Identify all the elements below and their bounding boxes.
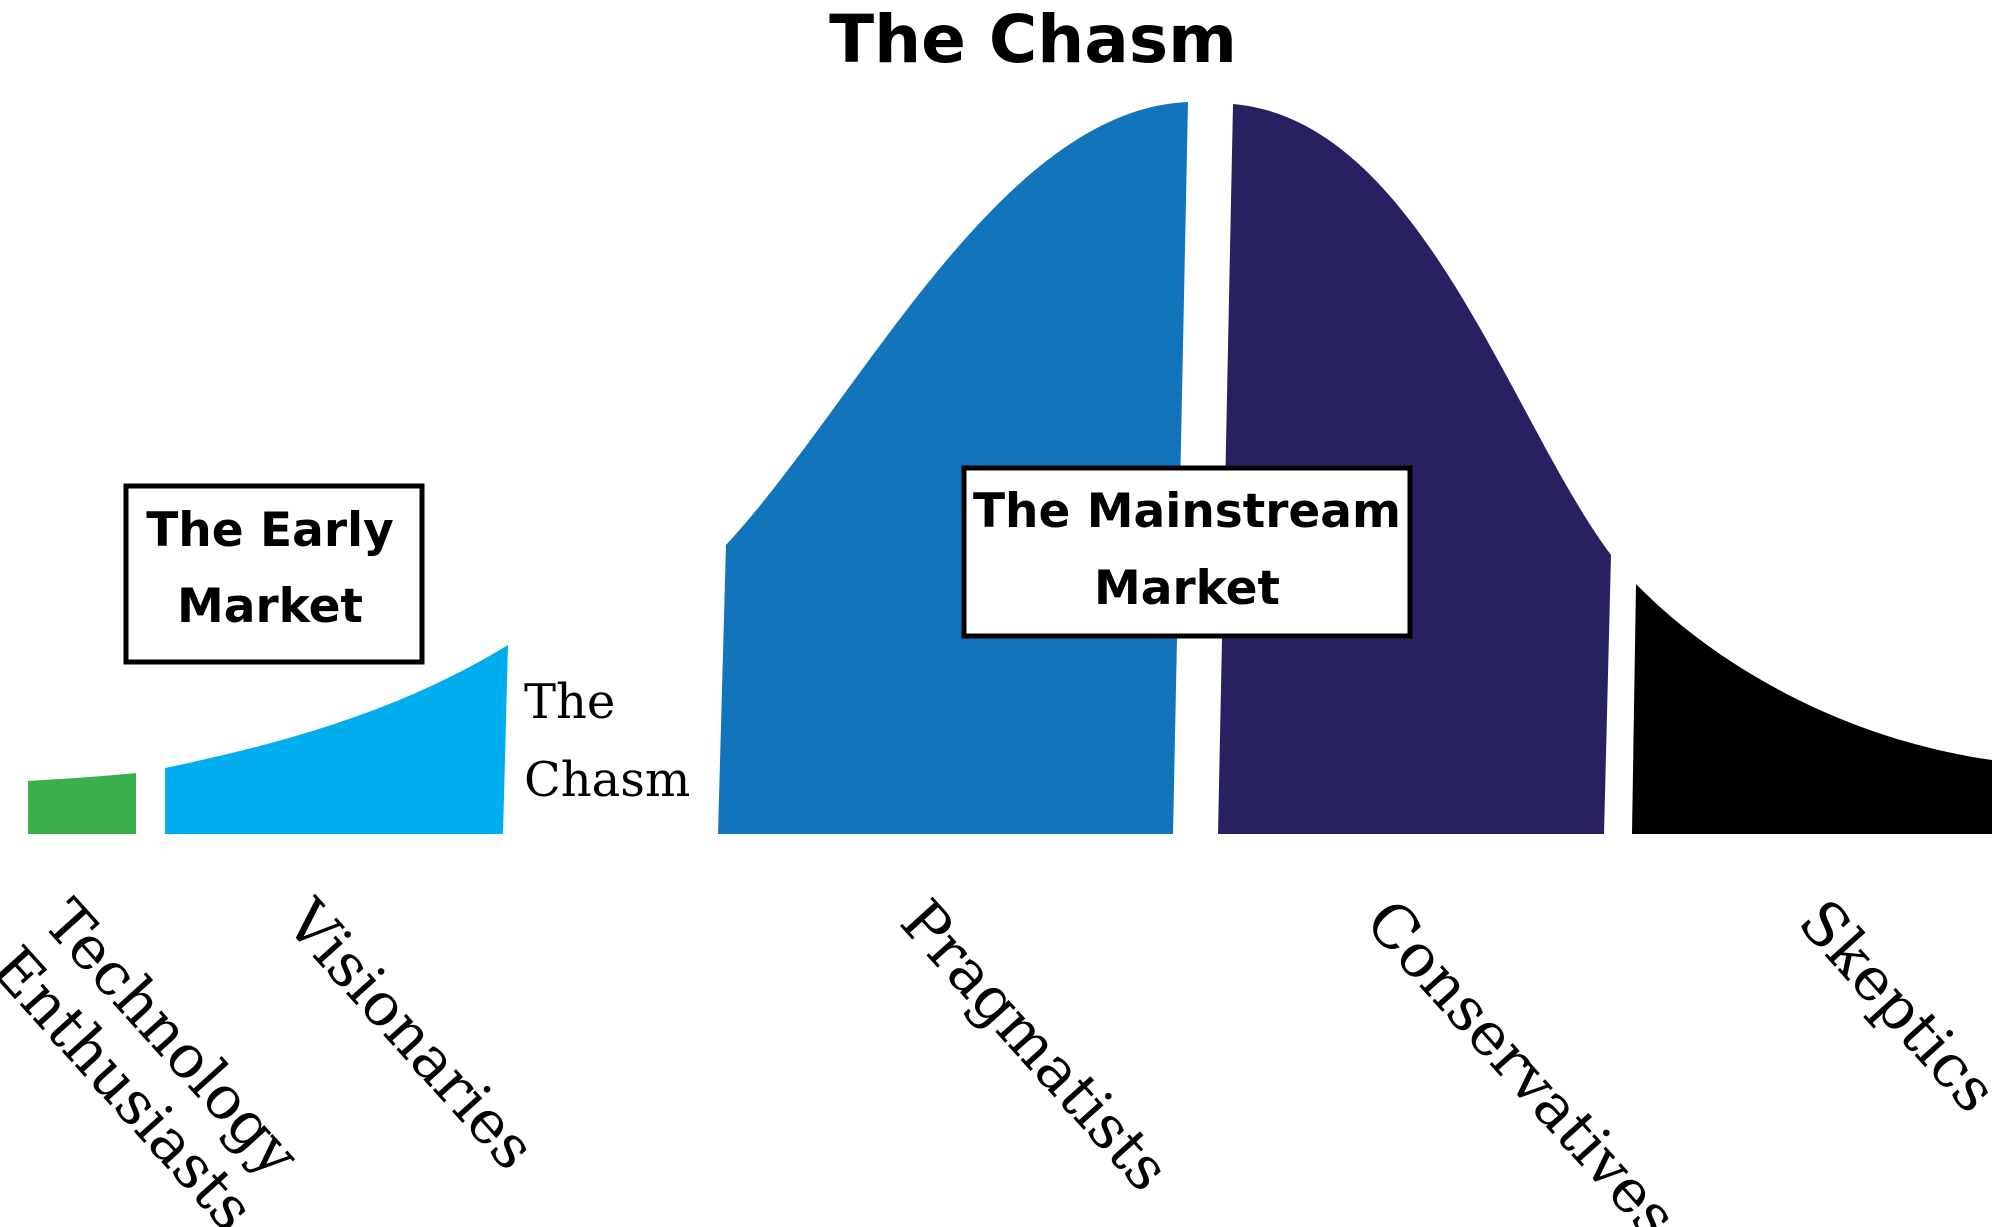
- early-market-frame: [123, 483, 425, 665]
- segment-pragmatists: [718, 102, 1188, 834]
- chasm-gap-label-line1: The: [524, 674, 615, 730]
- visionaries-label: Visionaries: [271, 886, 549, 1183]
- technology-enthusiasts-label: Technology Enthusiasts: [0, 887, 313, 1227]
- segment-visionaries: [165, 645, 508, 834]
- segment-technology-enthusiasts: [28, 773, 136, 834]
- conservatives-label-text: Conservatives: [1352, 887, 1691, 1227]
- visionaries-label-text: Visionaries: [271, 886, 549, 1183]
- skeptics-label-text: Skeptics: [1785, 887, 2010, 1126]
- early-market-label-line2: Market: [177, 579, 363, 634]
- mainstream-market-label-line2: Market: [1094, 561, 1280, 616]
- segment-conservatives: [1218, 104, 1611, 834]
- diagram-title: The Chasm: [829, 1, 1237, 78]
- early-market-label-line1: The Early: [146, 503, 394, 558]
- segment-skeptics: [1632, 584, 1992, 834]
- skeptics-label: Skeptics: [1785, 887, 2010, 1126]
- mainstream-market-label-line1: The Mainstream: [973, 484, 1401, 539]
- pragmatists-label: Pragmatists: [887, 887, 1183, 1205]
- chasm-gap-label-line2: Chasm: [524, 752, 690, 808]
- mainstream-market-box: The Mainstream Market: [961, 465, 1413, 639]
- mainstream-market-frame: [961, 465, 1413, 639]
- pragmatists-label-text: Pragmatists: [887, 887, 1183, 1205]
- conservatives-label: Conservatives: [1352, 887, 1691, 1227]
- early-market-box: The Early Market: [123, 483, 425, 665]
